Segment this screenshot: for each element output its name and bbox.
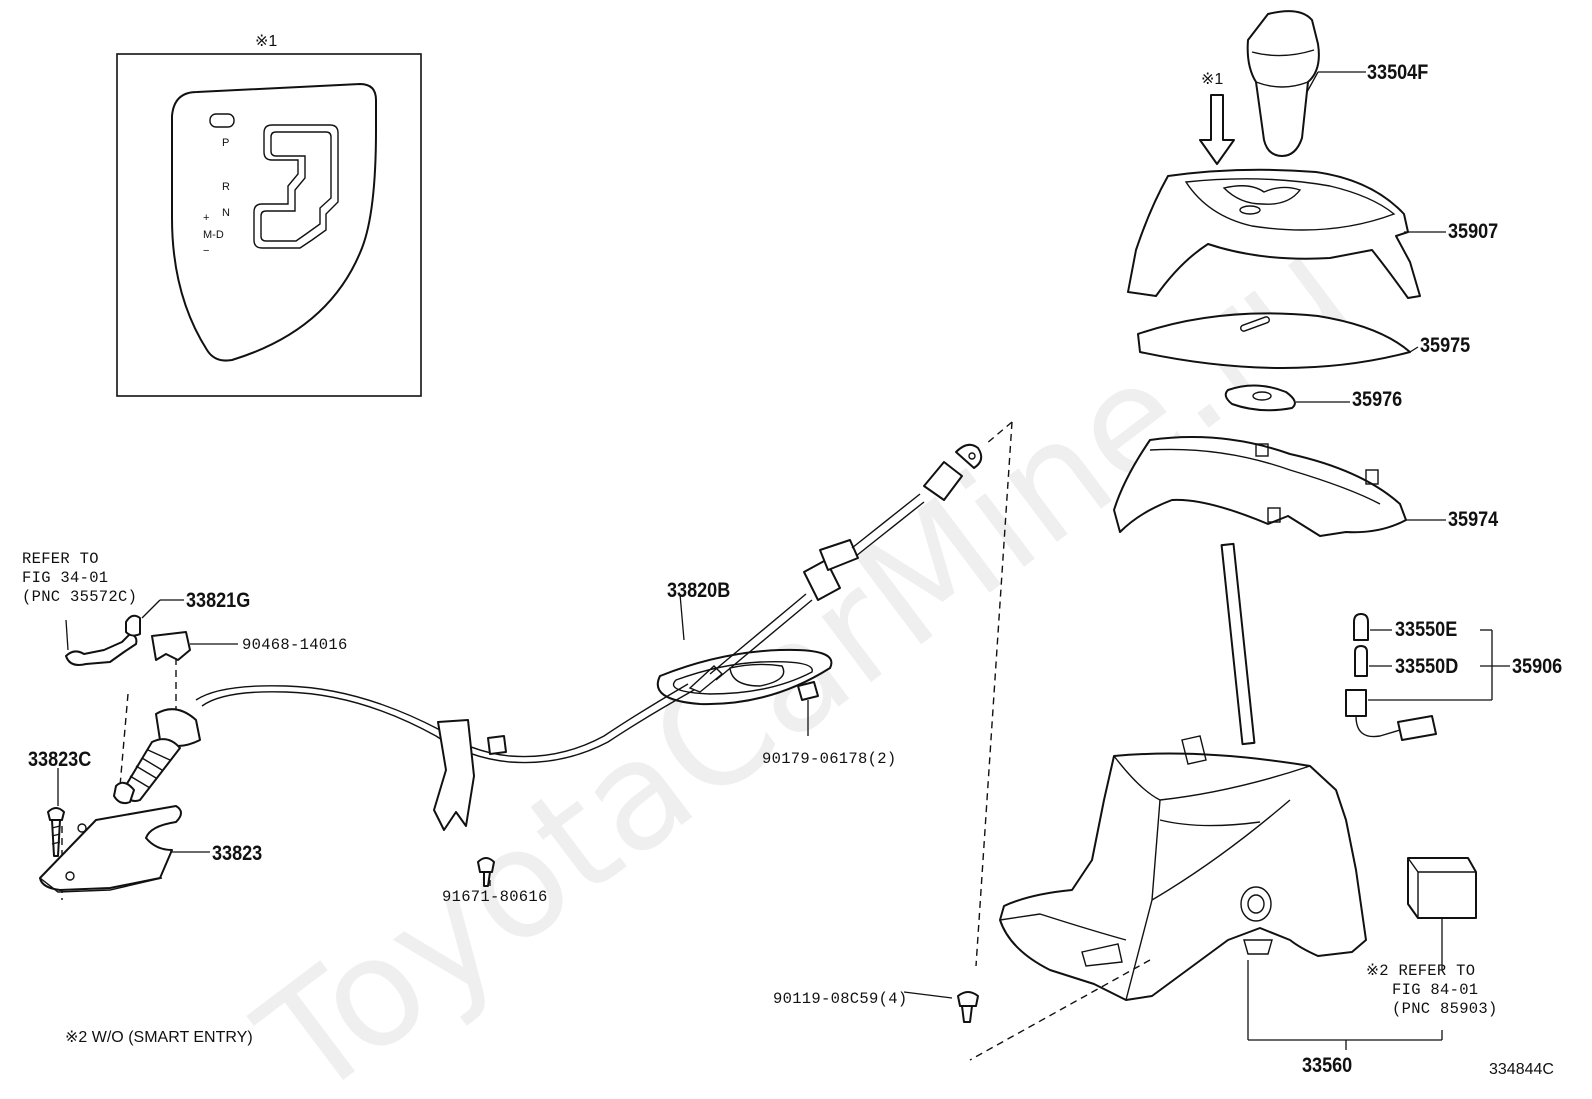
refer-right-line-3: (PNC 85903) xyxy=(1392,1000,1498,1018)
callout-33504F[interactable]: 33504F xyxy=(1367,61,1429,84)
callout-33823[interactable]: 33823 xyxy=(212,842,263,865)
gate-label-n: N xyxy=(222,207,230,219)
ecu-box xyxy=(1407,857,1477,970)
callout-91671-80616[interactable]: 91671-80616 xyxy=(442,888,548,906)
left-bracket-parts xyxy=(39,614,979,1023)
callout-33550E[interactable]: 33550E xyxy=(1395,618,1458,641)
gate-label-p: P xyxy=(222,137,230,149)
callout-35975[interactable]: 35975 xyxy=(1420,334,1471,357)
callout-90119-08C59[interactable]: 90119-08C59(4) xyxy=(773,990,908,1008)
small-plate xyxy=(1224,384,1350,412)
gate-label-plus: + xyxy=(203,212,210,224)
inset-shift-gate xyxy=(116,53,422,397)
callout-33820B[interactable]: 33820B xyxy=(667,579,731,602)
gate-label-r: R xyxy=(222,181,230,193)
control-cable xyxy=(113,443,983,831)
refer-right-line-1: ※2 REFER TO xyxy=(1366,962,1476,980)
callout-33550D[interactable]: 33550D xyxy=(1395,655,1459,678)
shift-lever-assembly xyxy=(999,542,1443,1050)
position-cover xyxy=(1113,436,1446,537)
refer-left-line-2: FIG 34-01 xyxy=(22,569,109,587)
gate-label-minus: − xyxy=(203,245,210,257)
callout-90179-06178[interactable]: 90179-06178(2) xyxy=(762,750,897,768)
callout-33821G[interactable]: 33821G xyxy=(186,589,251,612)
figure-code: 334844C xyxy=(1489,1061,1554,1078)
callout-35976[interactable]: 35976 xyxy=(1352,388,1403,411)
callout-33823C[interactable]: 33823C xyxy=(28,748,92,771)
bulbs-and-socket xyxy=(1345,613,1510,741)
callout-35907[interactable]: 35907 xyxy=(1448,220,1499,243)
view-mark-1: ※1 xyxy=(1201,71,1224,88)
indicator-housing xyxy=(1127,168,1446,299)
footnote-smart-entry: ※2 W/O (SMART ENTRY) xyxy=(65,1029,253,1046)
assembly-dash-lines xyxy=(61,421,1151,1061)
callout-35906[interactable]: 35906 xyxy=(1512,655,1563,678)
callout-33560[interactable]: 33560 xyxy=(1302,1054,1353,1077)
refer-left-line-3: (PNC 35572C) xyxy=(22,588,138,606)
view-arrow xyxy=(1199,94,1235,165)
gate-label-md: M-D xyxy=(203,229,224,241)
inset-note-mark: ※1 xyxy=(255,33,278,50)
refer-right-line-2: FIG 84-01 xyxy=(1392,981,1479,999)
refer-left-line-1: REFER TO xyxy=(22,550,99,568)
slide-plate xyxy=(1137,312,1419,369)
callout-35974[interactable]: 35974 xyxy=(1448,508,1499,531)
callout-90468-14016[interactable]: 90468-14016 xyxy=(242,636,348,654)
leader-lines xyxy=(57,599,953,999)
shift-knob xyxy=(1246,10,1366,157)
